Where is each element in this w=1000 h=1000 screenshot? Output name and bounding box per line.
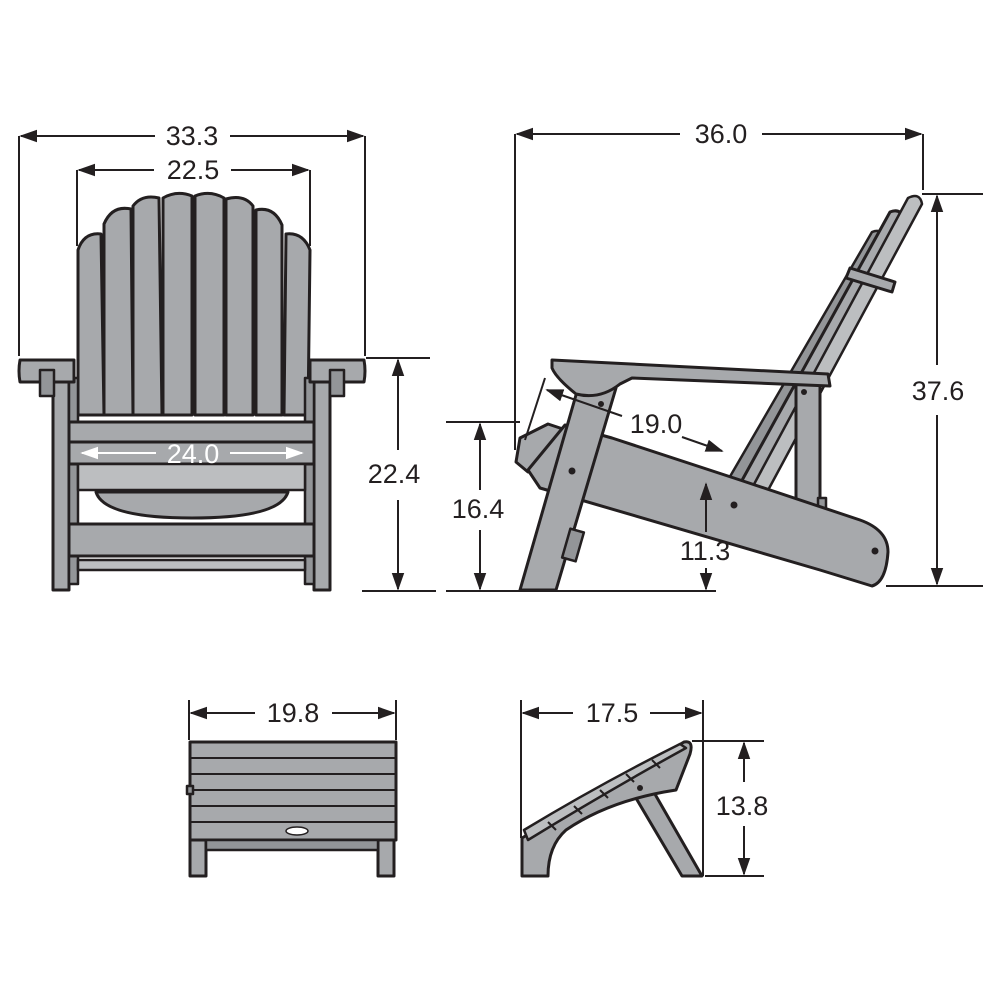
ottoman-leg-right xyxy=(376,838,396,878)
armrest-right xyxy=(308,358,367,398)
chair-back-slats-side xyxy=(726,194,924,496)
bolt-2 xyxy=(730,501,738,509)
dim-ottoman-height: 13.8 xyxy=(692,740,769,877)
ottoman-side-body xyxy=(520,740,693,878)
chair-front-view xyxy=(17,191,367,592)
ottoman-leg-left xyxy=(188,838,208,878)
ottoman-side-view xyxy=(520,740,704,878)
label-side-overall-depth: 36.0 xyxy=(695,119,748,149)
label-ottoman-width: 19.8 xyxy=(267,698,320,728)
label-front-arm-height: 22.4 xyxy=(368,459,421,489)
lower-front-rail xyxy=(67,522,316,558)
bolt-3 xyxy=(871,547,879,555)
ottoman-bolt xyxy=(637,785,643,791)
dim-front-seat-width: 24.0 xyxy=(80,439,304,469)
label-front-back-width: 22.5 xyxy=(167,155,220,185)
dim-front-arm-height: 22.4 xyxy=(362,357,436,592)
dim-front-back-width: 22.5 xyxy=(76,155,311,246)
dim-ottoman-width: 19.8 xyxy=(188,698,397,740)
bolt-1 xyxy=(568,467,576,475)
dim-side-seat-front-height: 16.4 xyxy=(446,421,716,592)
label-front-overall-width: 33.3 xyxy=(166,121,219,151)
armrest-side xyxy=(550,358,832,398)
dim-side-overall-depth: 36.0 xyxy=(514,119,924,450)
rear-post xyxy=(794,378,822,512)
label-ottoman-height: 13.8 xyxy=(716,791,769,821)
armrest-left xyxy=(17,358,76,398)
label-side-seat-front-height: 16.4 xyxy=(452,494,505,524)
label-side-seat-depth: 19.0 xyxy=(630,409,683,439)
dim-side-overall-height: 37.6 xyxy=(886,193,983,587)
chair-back-slats xyxy=(76,191,312,417)
dim-side-seat-depth: 19.0 xyxy=(524,377,724,452)
label-side-overall-height: 37.6 xyxy=(912,376,965,406)
ottoman-logo-plate xyxy=(285,826,309,836)
label-side-seat-rear-height: 11.3 xyxy=(680,536,731,566)
label-ottoman-depth: 17.5 xyxy=(586,698,639,728)
chair-side-view xyxy=(514,194,924,592)
front-left-leg xyxy=(51,370,71,592)
side-stringer xyxy=(526,423,890,588)
dim-front-overall-width: 33.3 xyxy=(18,121,366,356)
label-front-seat-width: 24.0 xyxy=(167,439,220,469)
back-cleat xyxy=(844,266,897,294)
seat-curve xyxy=(94,490,290,520)
dim-side-seat-rear-height: 11.3 xyxy=(680,482,731,591)
dim-ottoman-depth: 17.5 xyxy=(520,698,704,876)
front-right-leg xyxy=(312,370,332,592)
ottoman-front-view xyxy=(185,740,398,878)
